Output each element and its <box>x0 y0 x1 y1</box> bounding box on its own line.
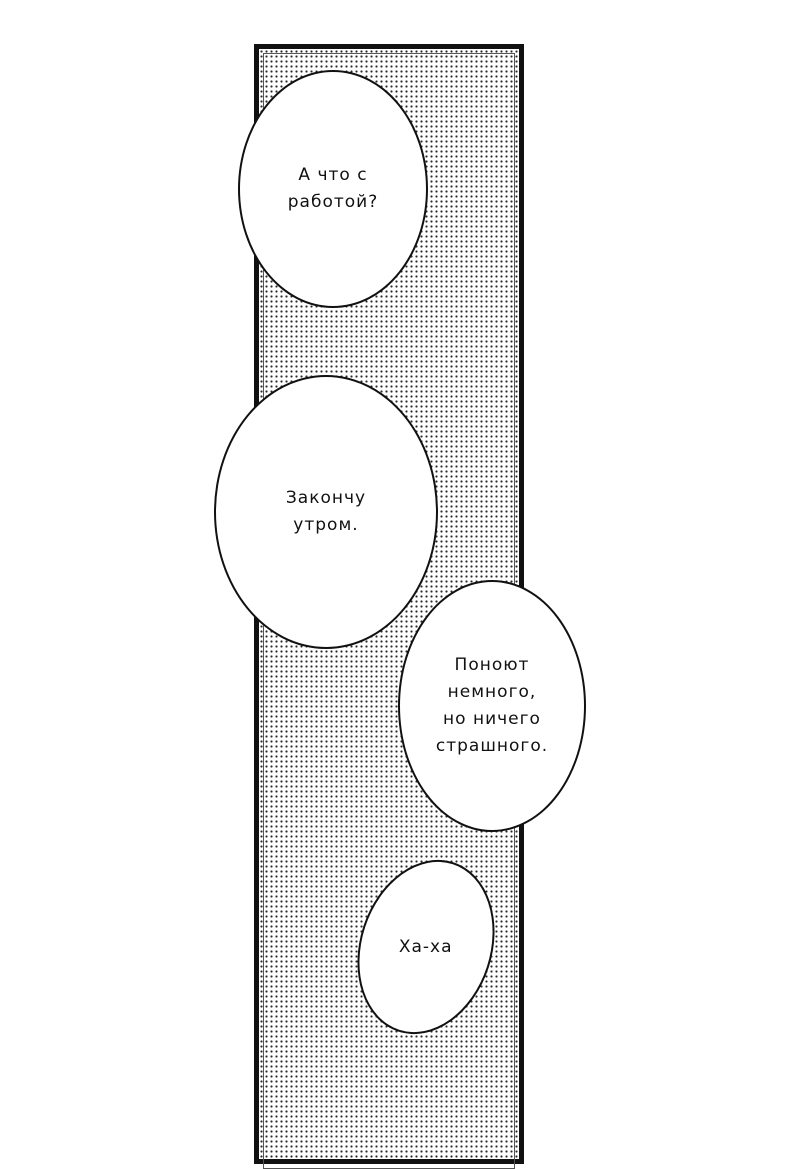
speech-bubble-reply: Поноют немного, но ничего страшного. <box>398 580 586 832</box>
speech-bubble-answer: Закончу утром. <box>214 375 438 649</box>
speech-bubble-text: А что с работой? <box>287 165 379 212</box>
speech-bubble-text: Ха-ха <box>399 936 453 957</box>
speech-bubble-text: Закончу утром. <box>285 488 367 535</box>
speech-bubble-question: А что с работой? <box>238 70 428 308</box>
speech-bubble-text: Поноют немного, но ничего страшного. <box>435 655 549 756</box>
